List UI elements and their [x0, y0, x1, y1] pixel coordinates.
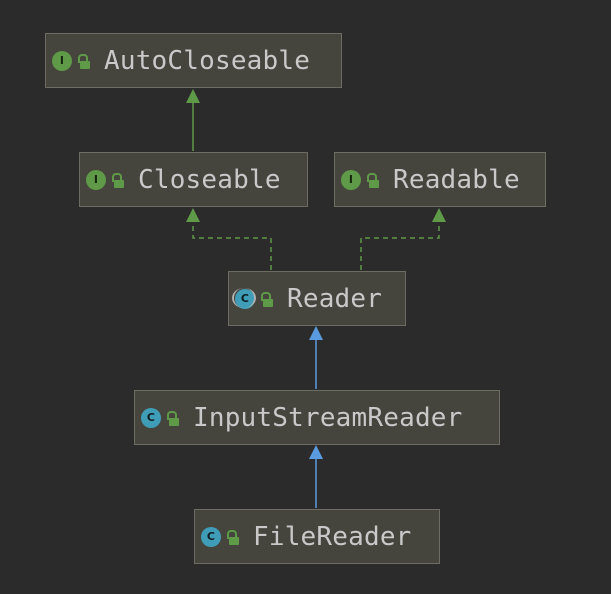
node-label: FileReader [253, 521, 412, 552]
class-icon: C [141, 407, 161, 428]
edge-inputstreamreader-reader [309, 326, 323, 389]
edge-reader-closeable [186, 208, 272, 270]
node-label: InputStreamReader [193, 402, 463, 433]
node-reader[interactable]: C Reader [228, 271, 406, 326]
node-label: AutoCloseable [104, 45, 311, 76]
unlocked-icon [112, 172, 126, 188]
interface-icon: I [86, 169, 106, 190]
node-closeable[interactable]: I Closeable [79, 152, 308, 207]
edge-closeable-autocloseable [186, 89, 200, 151]
abstract-class-icon: C [232, 287, 256, 309]
node-readable[interactable]: I Readable [334, 152, 546, 207]
node-label: Reader [287, 283, 383, 314]
unlocked-icon [367, 172, 381, 188]
unlocked-icon [227, 529, 241, 545]
node-filereader[interactable]: C FileReader [194, 509, 440, 564]
node-autocloseable[interactable]: I AutoCloseable [45, 33, 342, 88]
node-label: Closeable [138, 164, 281, 195]
node-inputstreamreader[interactable]: C InputStreamReader [134, 390, 500, 445]
edge-reader-readable [360, 208, 446, 270]
interface-icon: I [341, 169, 361, 190]
unlocked-icon [261, 291, 275, 307]
interface-icon: I [52, 50, 72, 71]
unlocked-icon [167, 410, 181, 426]
unlocked-icon [78, 53, 92, 69]
class-icon: C [201, 526, 221, 547]
edge-filereader-inputstreamreader [309, 445, 323, 508]
node-label: Readable [393, 164, 520, 195]
